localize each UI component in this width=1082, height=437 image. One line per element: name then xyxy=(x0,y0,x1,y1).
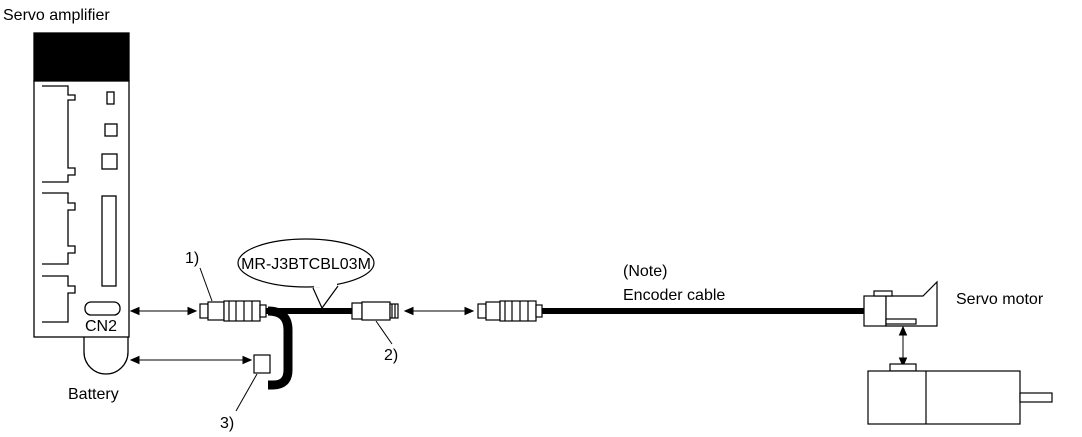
battery-holder xyxy=(83,337,129,375)
connector-1 xyxy=(199,300,267,322)
callout-3-label: 3) xyxy=(220,415,234,432)
callout-1-leader xyxy=(199,267,213,302)
indicator-1 xyxy=(106,91,115,105)
callout-1-label: 1) xyxy=(185,250,199,267)
battery-label: Battery xyxy=(68,386,119,403)
connector-slot-3 xyxy=(42,275,76,323)
encoder-cable-plug xyxy=(477,300,543,322)
connector-slot-1 xyxy=(42,85,76,183)
indicator-2 xyxy=(104,123,118,137)
encoder-cable-label: Encoder cable xyxy=(623,287,725,304)
note-label: (Note) xyxy=(623,263,667,280)
battery-cable xyxy=(199,300,399,390)
motor-body xyxy=(867,370,1021,425)
connector-2 xyxy=(351,301,399,321)
callout-2-label: 2) xyxy=(384,347,398,364)
servo-amplifier xyxy=(33,32,130,375)
servo-amplifier-body xyxy=(33,80,130,338)
connector-3 xyxy=(253,354,271,374)
battery-cable-branch xyxy=(267,306,293,390)
indicator-3 xyxy=(101,153,118,170)
callout-2-leader xyxy=(375,320,393,345)
motor-shaft xyxy=(1019,392,1053,403)
servo-amplifier-top-panel xyxy=(33,32,130,82)
encoder-motor-connector xyxy=(863,280,938,327)
cable-model-label: MR-J3BTCBL03M xyxy=(241,256,371,273)
encoder-cable xyxy=(477,280,938,327)
motor-encoder-top xyxy=(889,363,917,372)
arrows xyxy=(129,306,908,368)
cable-model-bubble xyxy=(237,238,375,310)
servo-amplifier-label: Servo amplifier xyxy=(3,7,110,24)
servo-motor xyxy=(867,363,1053,425)
indicator-4 xyxy=(101,195,117,287)
cn2-label: CN2 xyxy=(85,318,117,335)
connector-slot-2 xyxy=(42,192,76,265)
callout-3-leader xyxy=(235,373,258,412)
servo-motor-label: Servo motor xyxy=(956,291,1044,308)
cn2-connector xyxy=(84,301,121,316)
